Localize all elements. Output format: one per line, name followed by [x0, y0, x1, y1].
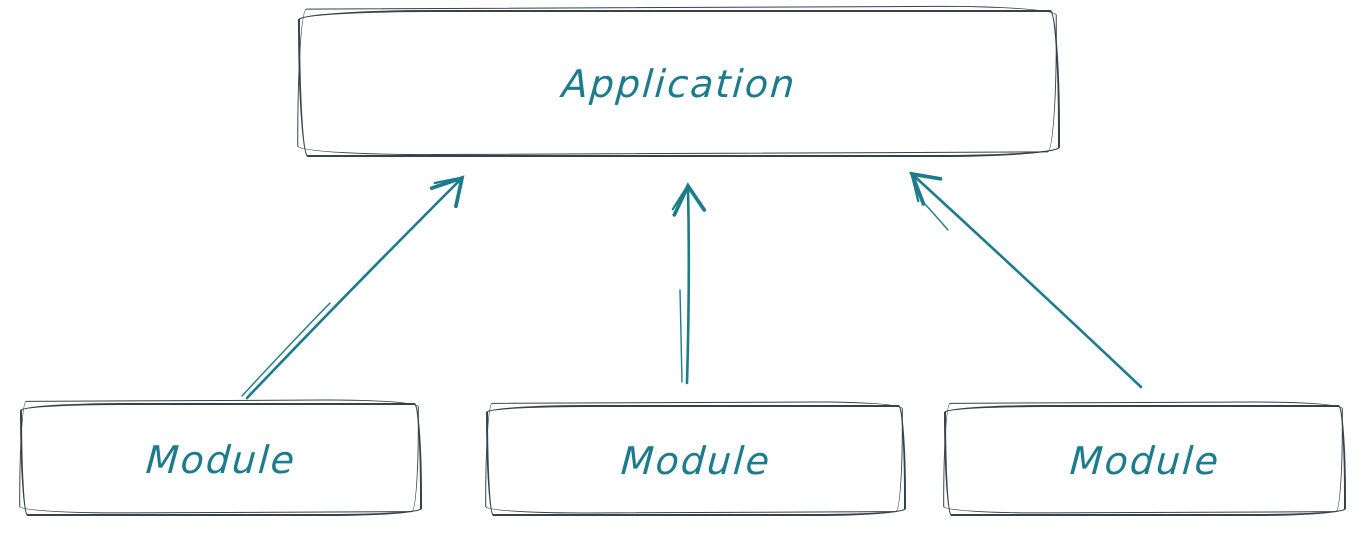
arrow-module3-to-application	[909, 171, 1143, 389]
application-label: Application	[560, 61, 798, 106]
arrow-module1-overdraw	[241, 302, 331, 397]
module-node-1: Module	[20, 403, 422, 516]
arrow-module2-to-application	[671, 182, 707, 385]
module-node-3: Module	[944, 405, 1346, 516]
arrow-module3-overdraw	[924, 203, 949, 231]
arrow-module2-overdraw	[679, 289, 683, 383]
module-3-label: Module	[1068, 438, 1222, 483]
arrow-module1-to-application	[245, 175, 465, 400]
module-1-label: Module	[144, 437, 298, 482]
module-node-2: Module	[486, 405, 906, 516]
module-2-label: Module	[619, 438, 773, 483]
application-node: Application	[298, 10, 1060, 157]
